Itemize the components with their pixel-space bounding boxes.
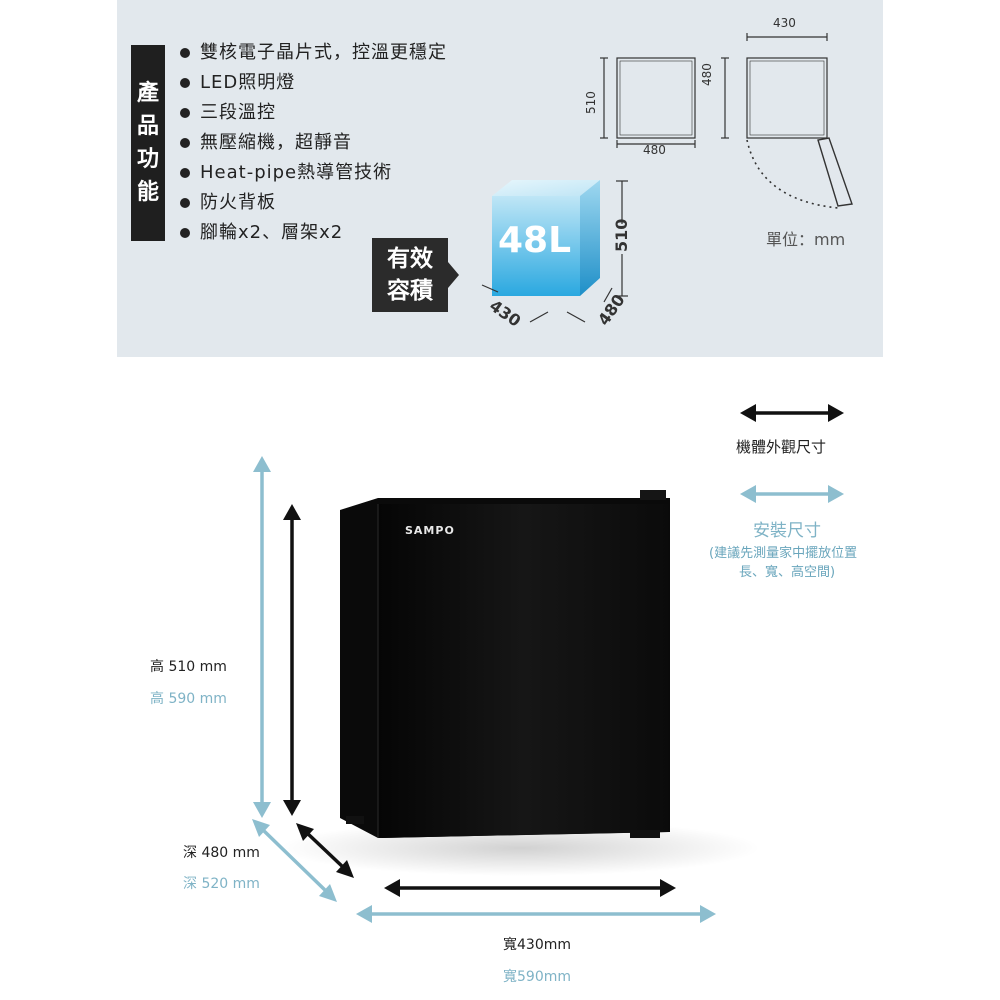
top-view-width-label: 430 [773, 16, 796, 30]
capacity-cube [481, 180, 628, 323]
vertical-char: 能 [136, 180, 159, 205]
front-view-width-label: 480 [643, 143, 666, 157]
feature-item: 防火背板 [180, 188, 447, 218]
depth-install-arrow [252, 819, 337, 902]
vertical-char: 品 [136, 114, 159, 139]
vertical-char: 功 [136, 147, 159, 172]
legend-install-note: (建議先測量家中擺放位置 [709, 546, 858, 561]
capacity-tag-pointer [448, 262, 459, 288]
width-install-label: 寬590mm [503, 969, 571, 985]
feature-item: LED照明燈 [180, 68, 447, 98]
depth-install-label: 深 520 mm [183, 876, 260, 892]
legend-exterior-label: 機體外觀尺寸 [736, 438, 827, 456]
feature-item: 雙核電子晶片式，控溫更穩定 [180, 38, 447, 68]
depth-exterior-label: 深 480 mm [183, 845, 260, 861]
width-exterior-label: 寬430mm [503, 937, 571, 953]
brand-logo: SAMPO [405, 524, 455, 537]
vertical-char: 產 [136, 81, 159, 106]
feature-item: Heat-pipe熱導管技術 [180, 158, 447, 188]
capacity-tag: 有效 容積 [372, 238, 448, 312]
feature-item: 三段溫控 [180, 98, 447, 128]
legend-install-arrow [740, 485, 844, 503]
height-install-label: 高 590 mm [150, 691, 227, 707]
feature-item: 腳輪x2、層架x2 [180, 218, 447, 248]
feature-item: 無壓縮機，超靜音 [180, 128, 447, 158]
product-features-label: 產 品 功 能 [131, 45, 165, 241]
unit-label: 單位：mm [766, 230, 846, 249]
capacity-tag-line: 有效 [387, 246, 433, 272]
front-view-height-label: 510 [584, 91, 598, 114]
legend-exterior-arrow [740, 404, 844, 422]
feature-list: 雙核電子晶片式，控溫更穩定 LED照明燈 三段溫控 無壓縮機，超靜音 Heat-… [180, 38, 447, 248]
capacity-tag-line: 容積 [387, 278, 433, 304]
height-exterior-label: 高 510 mm [150, 659, 227, 675]
legend-install-label: 安裝尺寸 [753, 521, 821, 541]
width-exterior-arrow [384, 879, 676, 897]
legend-install-note: 長、寬、高空間) [739, 565, 836, 580]
height-exterior-arrow [283, 504, 301, 816]
width-install-arrow [356, 905, 716, 923]
cube-height-label: 510 [612, 218, 631, 252]
top-view-outline [721, 33, 853, 209]
height-install-arrow [253, 456, 271, 818]
fridge-image [340, 490, 670, 838]
depth-exterior-arrow [296, 823, 354, 878]
product-features-panel [117, 0, 883, 357]
front-view-outline [600, 57, 696, 148]
capacity-value: 48L [498, 220, 572, 261]
top-view-depth-label: 480 [700, 63, 714, 86]
